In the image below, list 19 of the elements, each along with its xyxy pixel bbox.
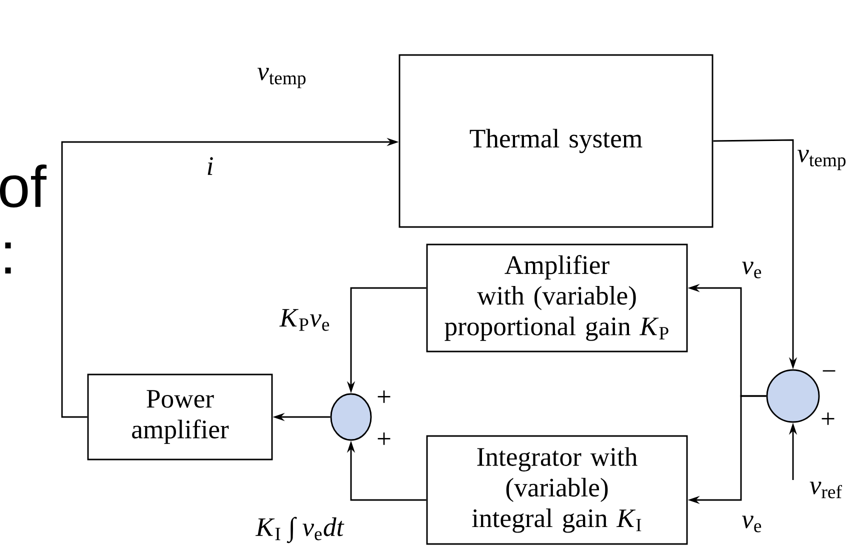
process-box: Integrator with (variable) integral gain K$_{I}$ bbox=[426, 435, 688, 545]
text-fragment: : bbox=[5, 242, 11, 274]
process-box: Thermal system bbox=[398, 54, 714, 228]
edge-label: K$_{I}$ ∫ v$_{e}$dt bbox=[254, 516, 346, 544]
process-box: Power amplifier bbox=[87, 374, 273, 460]
edge-label: v$_{temp}$ bbox=[796, 148, 848, 172]
summing-junction bbox=[766, 369, 820, 423]
signal-label: v$_{temp}$ bbox=[257, 68, 306, 88]
edge-label: i bbox=[204, 156, 216, 176]
summing-junction bbox=[330, 393, 372, 441]
edge-label: v$_{e}$ bbox=[740, 260, 764, 280]
sign-label: + bbox=[378, 390, 390, 403]
edge-label: K$_{P}$v$_{e}$ bbox=[278, 308, 332, 332]
process-box: Amplifier with (variable) proportional gain K$_{P}$ bbox=[426, 244, 688, 352]
edge-label: v$_{ref}$ bbox=[808, 480, 844, 500]
text-fragment: of bbox=[0, 164, 47, 208]
sign-label: + bbox=[378, 432, 390, 445]
sign-label: + bbox=[822, 412, 834, 425]
edge-label: v$_{e}$ bbox=[740, 514, 764, 534]
